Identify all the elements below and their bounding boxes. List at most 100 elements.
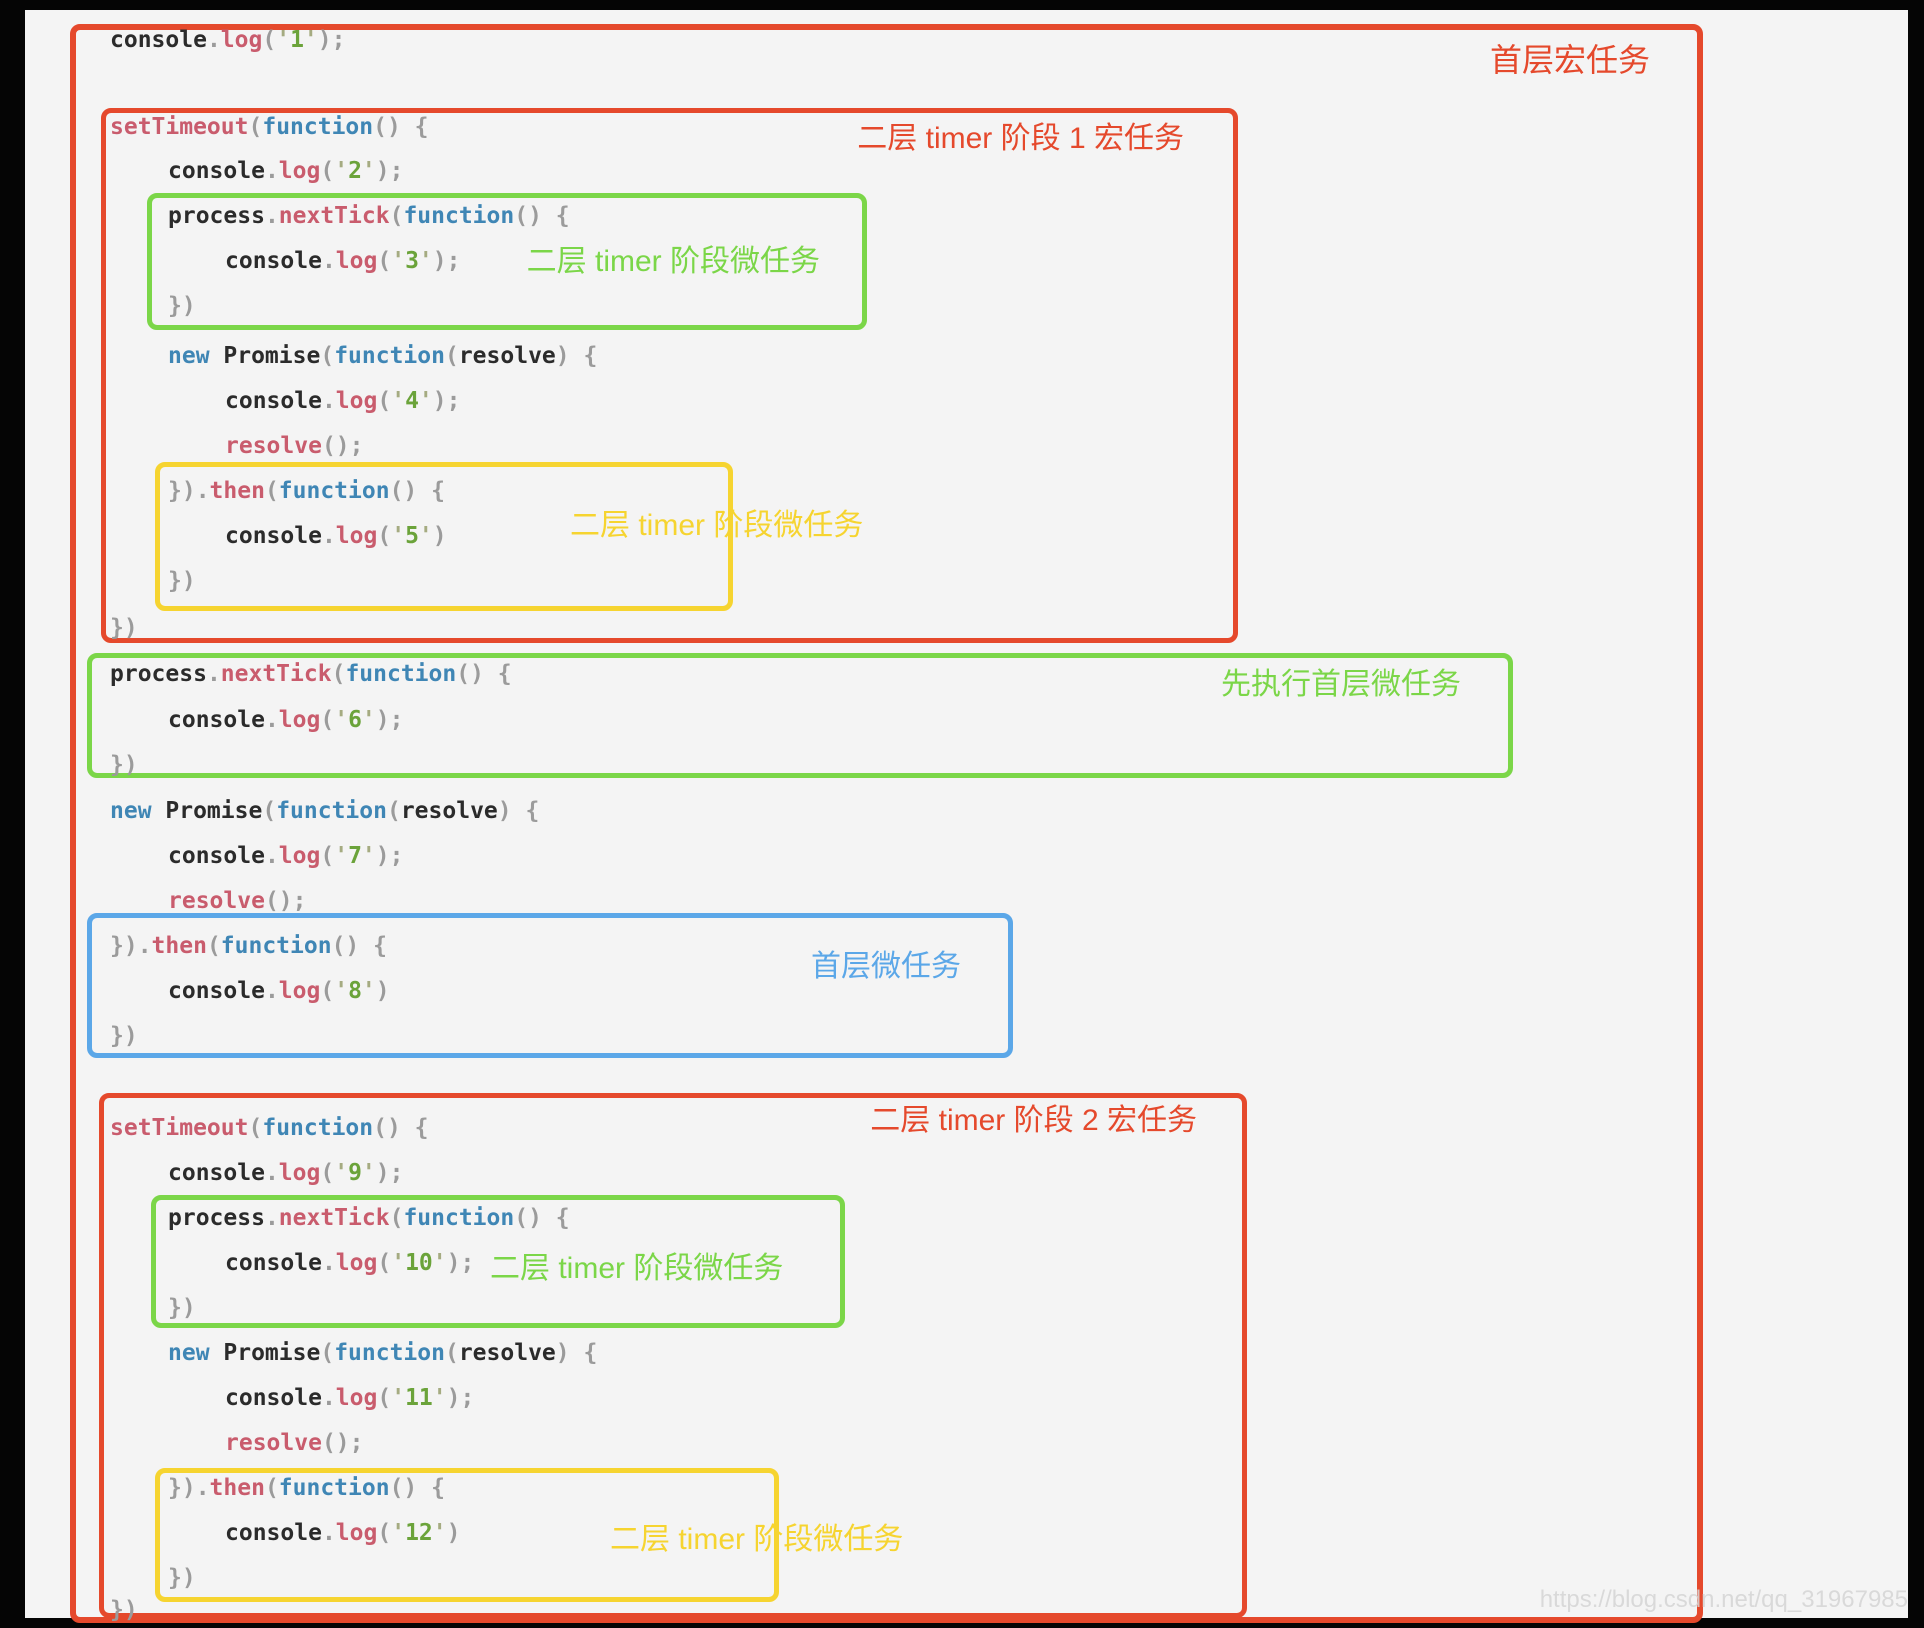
code-token: ( [248, 114, 263, 140]
code-line-29: console.log('11'); [225, 1382, 474, 1414]
label-timer1-macro: 二层 timer 阶段 1 宏任务 [857, 122, 1184, 155]
code-token: ) [375, 978, 390, 1004]
code-token: ( [377, 1520, 392, 1546]
code-line-34: }) [110, 1594, 138, 1626]
code-token: . [264, 978, 279, 1004]
code-token: . [264, 158, 279, 184]
code-token: ( [444, 343, 459, 369]
code-token: new [168, 1340, 210, 1366]
code-token: ) [446, 1520, 461, 1546]
code-line-15: console.log('6'); [168, 704, 403, 736]
code-token: nextTick [220, 661, 332, 687]
timer2-macro-task-box [99, 1093, 1247, 1618]
code-token: () { [514, 1205, 570, 1231]
code-token: }) [110, 752, 138, 778]
code-token: function [403, 1205, 515, 1231]
code-token: setTimeout [110, 1115, 249, 1141]
code-token: ( [262, 27, 277, 53]
code-token: function [334, 343, 445, 369]
code-token: log [335, 388, 378, 414]
code-token: console [168, 843, 265, 869]
code-line-28: new Promise(function(resolve) { [168, 1337, 597, 1369]
code-token: ) [432, 523, 447, 549]
code-line-1: console.log('1'); [110, 24, 345, 56]
code-line-31: }).then(function() { [168, 1472, 445, 1504]
code-token: 1 [290, 27, 304, 53]
code-token: setTimeout [110, 114, 249, 140]
code-line-21: console.log('8') [168, 975, 390, 1007]
code-token: nextTick [278, 1205, 390, 1231]
code-token: log [278, 707, 321, 733]
code-token: log [335, 1520, 378, 1546]
code-token: log [335, 1385, 378, 1411]
code-token: ' [334, 1160, 349, 1186]
code-token: 7 [348, 843, 362, 869]
code-token: ' [418, 523, 433, 549]
code-token: ); [446, 1385, 475, 1411]
code-token: . [264, 843, 279, 869]
code-token: function [278, 478, 390, 504]
code-line-32: console.log('12') [225, 1517, 460, 1549]
code-token: log [278, 843, 321, 869]
timer2-then-micro-box [155, 1468, 779, 1602]
code-token: ( [320, 1340, 335, 1366]
code-line-2: setTimeout(function() { [110, 111, 429, 143]
label-timer2-nexttick-micro: 二层 timer 阶段微任务 [490, 1252, 784, 1285]
code-token: resolve [225, 1430, 322, 1456]
code-token: console [110, 27, 207, 53]
code-line-5: console.log('3'); [225, 245, 460, 277]
code-token: resolve [400, 798, 498, 824]
code-token: resolve [168, 888, 265, 914]
code-token: ' [334, 978, 349, 1004]
code-line-7: new Promise(function(resolve) { [168, 340, 597, 372]
code-token: }). [110, 933, 152, 959]
code-token: . [321, 1520, 336, 1546]
code-token: Promise [209, 1340, 321, 1366]
code-token: . [264, 1160, 279, 1186]
code-token: function [220, 933, 332, 959]
code-token: }) [168, 568, 196, 594]
code-line-27: }) [168, 1292, 196, 1324]
code-token: . [264, 707, 279, 733]
code-token: . [264, 203, 279, 229]
code-token: . [264, 1205, 279, 1231]
code-token: 6 [348, 707, 362, 733]
code-token: ( [377, 1385, 392, 1411]
code-token: resolve [458, 1340, 556, 1366]
timer1-macro-task-box [101, 108, 1238, 643]
code-token: ' [361, 707, 376, 733]
code-token: () { [331, 933, 387, 959]
code-token: console [225, 523, 322, 549]
code-token: (); [321, 433, 364, 459]
code-token: ' [418, 388, 433, 414]
code-token: function [262, 114, 374, 140]
code-token: process [110, 661, 207, 687]
code-token: function [334, 1340, 445, 1366]
code-token: console [168, 707, 265, 733]
code-token: console [225, 1250, 322, 1276]
code-token: }) [110, 1597, 138, 1623]
code-token: ' [391, 1385, 406, 1411]
code-token: . [321, 523, 336, 549]
code-token: ( [206, 933, 221, 959]
code-token: ( [444, 1340, 459, 1366]
code-token: ) { [555, 1340, 598, 1366]
code-token: process [168, 1205, 265, 1231]
code-token: 8 [348, 978, 362, 1004]
code-token: }). [168, 1475, 210, 1501]
code-token: ( [320, 843, 335, 869]
code-token: new [168, 343, 210, 369]
code-token: ' [361, 978, 376, 1004]
code-token: new [110, 798, 152, 824]
code-line-14: process.nextTick(function() { [110, 658, 512, 690]
code-token: 2 [348, 158, 362, 184]
code-token: ' [391, 248, 406, 274]
timer1-nexttick-micro-box [147, 193, 867, 330]
code-token: console [168, 978, 265, 1004]
code-token: then [209, 478, 265, 504]
code-token: ( [320, 978, 335, 1004]
code-token: function [403, 203, 515, 229]
code-line-10: }).then(function() { [168, 475, 445, 507]
code-token: log [220, 27, 263, 53]
code-line-16: }) [110, 749, 138, 781]
